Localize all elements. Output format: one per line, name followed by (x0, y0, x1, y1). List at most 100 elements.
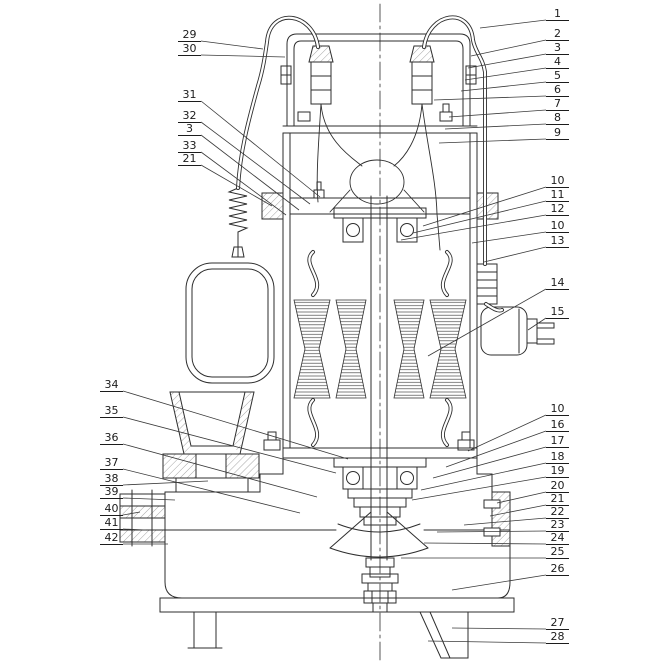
leader-line-23 (436, 530, 547, 533)
leader-line-1 (479, 19, 547, 29)
volute-casing (164, 457, 511, 599)
callout-label-3: 3 (546, 42, 569, 55)
callout-label-31: 31 (178, 89, 201, 102)
drain-fitting (361, 573, 399, 613)
leader-line-14 (427, 288, 547, 357)
callout-label-21: 21 (178, 153, 201, 166)
callout-label-40: 40 (100, 503, 123, 516)
callout-label-13: 13 (546, 235, 569, 248)
callout-label-9: 9 (546, 127, 569, 140)
mechanical-seal (347, 488, 413, 526)
callout-label-25: 25 (546, 546, 569, 559)
stator-winding (293, 299, 467, 399)
leader-line-9 (438, 138, 547, 144)
callout-label-12: 12 (546, 203, 569, 216)
leader-line-3 (200, 134, 300, 211)
base-plate (159, 597, 515, 613)
discharge-outlet (162, 391, 260, 493)
callout-label-5: 5 (546, 70, 569, 83)
callout-label-23: 23 (546, 519, 569, 532)
callout-label-22: 22 (546, 506, 569, 519)
leader-line-26 (451, 574, 547, 591)
impeller (329, 511, 429, 578)
leader-line-10 (422, 186, 547, 227)
leader-line-32 (200, 121, 311, 205)
cable-protector-ribs (476, 263, 498, 305)
leader-line-11 (412, 200, 547, 234)
top-cap (280, 33, 478, 134)
leader-line-39 (122, 497, 176, 501)
callout-label-6: 6 (546, 84, 569, 97)
leader-line-30 (200, 54, 286, 58)
callout-label-27: 27 (546, 617, 569, 630)
callout-label-42: 42 (100, 532, 123, 545)
leader-line-34 (122, 390, 349, 460)
leader-line-40 (122, 511, 141, 516)
leader-line-15 (527, 317, 547, 331)
leader-line-3 (467, 53, 547, 69)
callout-label-36: 36 (100, 432, 123, 445)
lower-bearing (333, 457, 427, 490)
callout-label-32: 32 (178, 110, 201, 123)
callout-label-41: 41 (100, 517, 123, 530)
left-flange (119, 489, 166, 547)
leader-line-22 (463, 517, 547, 526)
callout-label-35: 35 (100, 405, 123, 418)
callout-label-21: 21 (546, 493, 569, 506)
callout-label-4: 4 (546, 56, 569, 69)
leader-line-4 (464, 67, 547, 81)
upper-bearing (342, 217, 418, 243)
cable-gland-right (409, 45, 435, 105)
float-switch (185, 262, 275, 384)
callout-label-18: 18 (546, 451, 569, 464)
leader-lines-layer (122, 19, 547, 644)
leader-line-19 (411, 476, 547, 501)
leader-line-38 (122, 480, 209, 486)
power-cable-left (236, 15, 320, 190)
leader-line-31 (200, 100, 321, 198)
callout-label-10: 10 (546, 175, 569, 188)
leader-line-10 (471, 231, 547, 244)
callout-label-38: 38 (100, 473, 123, 486)
callout-label-29: 29 (178, 29, 201, 42)
callout-label-11: 11 (546, 189, 569, 202)
callout-label-8: 8 (546, 112, 569, 125)
winding-end-turns (307, 250, 453, 447)
leader-line-2 (470, 39, 547, 57)
callout-label-30: 30 (178, 43, 201, 56)
leader-line-33 (200, 151, 287, 216)
callout-label-14: 14 (546, 277, 569, 290)
leader-line-18 (420, 462, 547, 491)
leader-line-37 (122, 468, 301, 514)
power-cable-right (422, 15, 504, 313)
leader-line-20 (496, 491, 547, 504)
leader-line-5 (460, 81, 547, 92)
support-leg (187, 611, 223, 649)
callout-label-37: 37 (100, 457, 123, 470)
leader-line-28 (427, 640, 547, 644)
leader-line-21 (200, 164, 273, 207)
outlet-pipe (419, 611, 469, 659)
leader-line-29 (200, 40, 264, 50)
leader-line-10 (467, 414, 547, 452)
callout-label-34: 34 (100, 379, 123, 392)
leader-line-6 (433, 95, 547, 101)
leader-line-21 (489, 504, 547, 517)
right-flange (483, 491, 511, 547)
leader-line-13 (483, 246, 547, 263)
cable-gland-left (308, 45, 334, 105)
shaft (370, 195, 388, 561)
callout-label-15: 15 (546, 306, 569, 319)
callout-label-20: 20 (546, 480, 569, 493)
callout-label-24: 24 (546, 532, 569, 545)
leader-line-12 (400, 214, 547, 241)
float-cable-spring (227, 187, 249, 258)
leader-line-8 (444, 123, 547, 130)
leader-line-16 (445, 430, 547, 468)
leader-line-35 (122, 416, 337, 474)
callout-label-10: 10 (546, 220, 569, 233)
callout-label-39: 39 (100, 486, 123, 499)
callout-label-26: 26 (546, 563, 569, 576)
